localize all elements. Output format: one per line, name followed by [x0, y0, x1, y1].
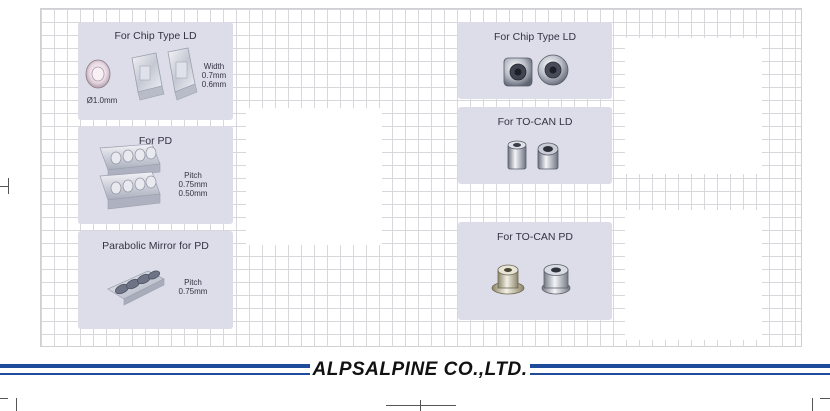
brand-stripe-right — [530, 364, 830, 368]
brand-stripe-left — [0, 373, 310, 375]
card-chip-type-ld-right[interactable]: For Chip Type LD — [458, 22, 612, 99]
brand-stripe-left — [0, 364, 310, 368]
card-title: For PD — [138, 135, 173, 147]
crop-mark — [8, 178, 9, 194]
pitch-note: Pitch 0.75mm — [172, 278, 214, 296]
parabolic-mirror-illustration — [107, 270, 165, 306]
to-can-pd-cap-illustration — [491, 264, 571, 295]
card-to-can-pd[interactable]: For TO-CAN PD — [458, 222, 612, 320]
card-title: For TO-CAN LD — [497, 116, 573, 128]
brand-stripe-right — [530, 373, 830, 375]
to-can-ld-cap-illustration — [507, 140, 559, 170]
pitch-value: 0.75mm — [178, 287, 208, 296]
pitch-value: 0.75mm — [178, 180, 208, 189]
blank-panel-right-bottom — [625, 210, 762, 340]
blank-panel-center — [246, 108, 382, 245]
blank-panel-right-top — [625, 38, 762, 174]
pitch-label: Pitch — [184, 278, 202, 287]
crop-mark — [16, 398, 17, 411]
card-pd[interactable]: For PD Pitch 0.75mm 0.50mm — [78, 126, 233, 224]
crop-mark — [0, 398, 8, 399]
pitch-value: 0.50mm — [178, 189, 208, 198]
card-title: For Chip Type LD — [493, 31, 577, 43]
pd-lens-array-illustration — [99, 143, 161, 210]
pitch-note: Pitch 0.75mm 0.50mm — [170, 171, 216, 198]
width-label: Width — [203, 62, 225, 71]
diameter-label: Ø1.0mm — [86, 96, 118, 105]
width-value: 0.6mm — [201, 80, 227, 89]
pitch-label: Pitch — [184, 171, 202, 180]
width-note: Width 0.7mm 0.6mm — [196, 62, 232, 89]
width-value: 0.7mm — [201, 71, 227, 80]
chip-ld-lens-illustration — [85, 47, 198, 101]
card-parabolic-mirror[interactable]: Parabolic Mirror for PD Pitch 0.75mm — [78, 231, 233, 329]
card-title: For TO-CAN PD — [496, 231, 574, 243]
crop-mark — [386, 405, 456, 406]
chip-ld-cap-illustration — [503, 54, 569, 87]
company-logo: ALPSALPINE CO.,LTD. — [312, 359, 528, 380]
crop-mark — [820, 398, 830, 399]
crop-mark — [0, 186, 8, 187]
card-chip-type-ld-left[interactable]: For Chip Type LD Ø1.0mm Width 0.7mm 0.6m… — [78, 22, 233, 120]
card-to-can-ld[interactable]: For TO-CAN LD — [458, 107, 612, 184]
crop-mark — [812, 398, 813, 411]
card-title: Parabolic Mirror for PD — [102, 240, 209, 252]
crop-mark — [420, 400, 421, 411]
card-title: For Chip Type LD — [114, 30, 197, 42]
